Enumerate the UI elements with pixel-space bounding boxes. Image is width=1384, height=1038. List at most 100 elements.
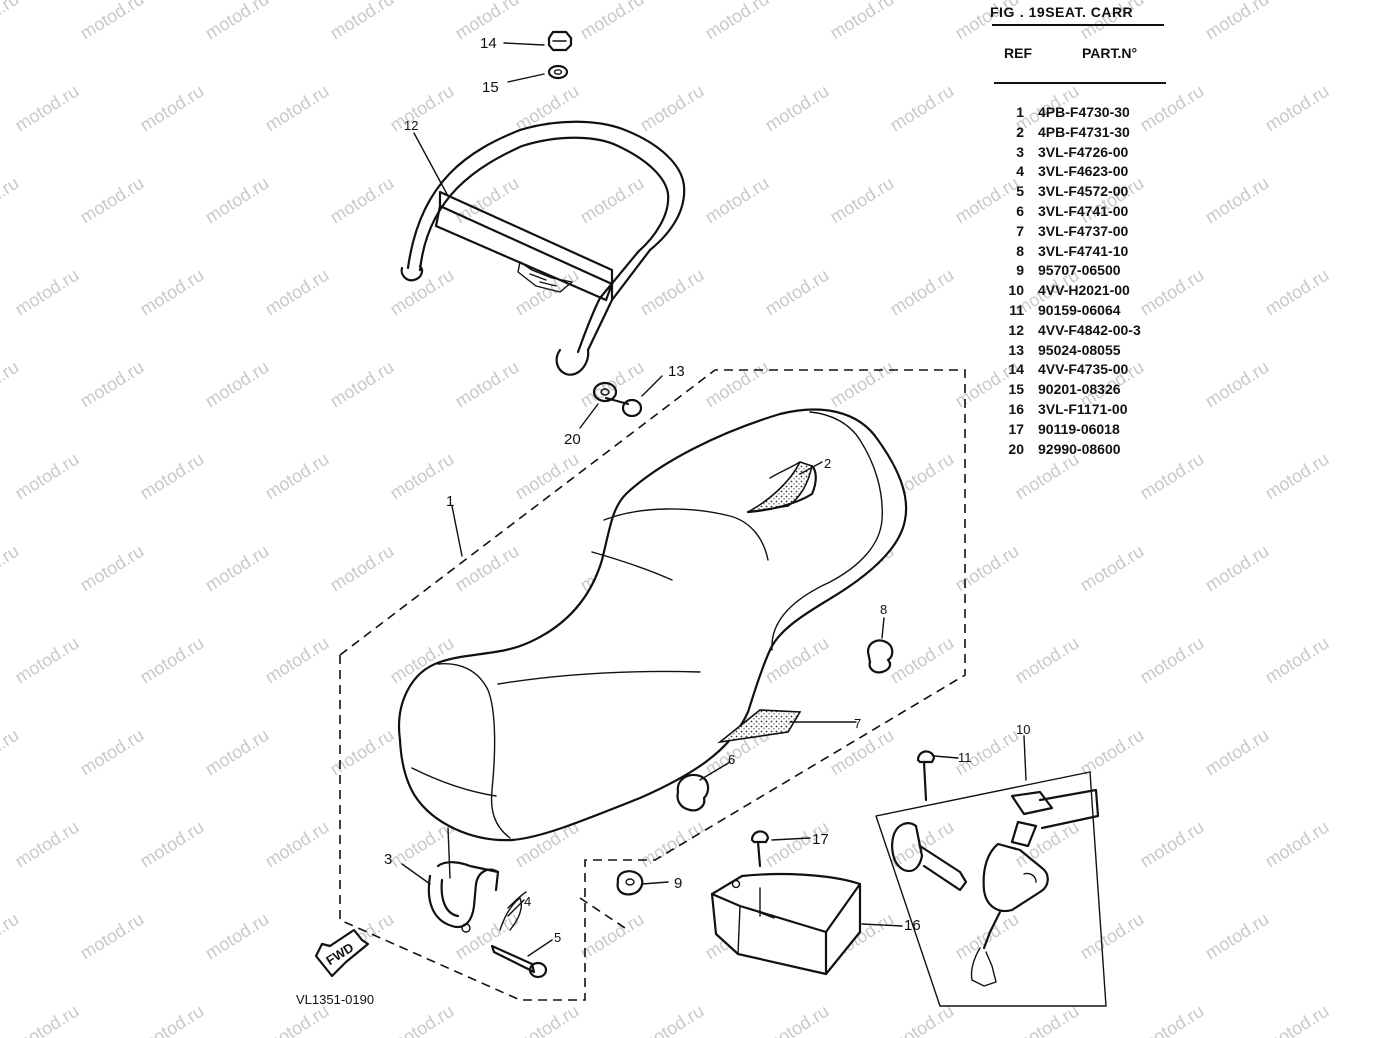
part-ref: 15 (1008, 381, 1024, 398)
callout-14: 14 (480, 35, 497, 52)
watermark-text: motod.ru (1202, 541, 1273, 596)
callout-8: 8 (880, 602, 887, 617)
watermark-text: motod.ru (887, 633, 958, 688)
part-4-spring (499, 891, 527, 931)
watermark-text: motod.ru (0, 909, 22, 964)
watermark-text: motod.ru (77, 909, 148, 964)
watermark-text: motod.ru (12, 449, 83, 504)
part-6-damper (676, 773, 710, 812)
watermark-text: motod.ru (887, 81, 958, 136)
watermark-text: motod.ru (887, 265, 958, 320)
assembly-dashed-outline (339, 369, 966, 1001)
callout-16: 16 (904, 917, 921, 934)
watermark-text: motod.ru (327, 357, 398, 412)
watermark-text: motod.ru (702, 357, 773, 412)
watermark-text: motod.ru (12, 265, 83, 320)
watermark-text: motod.ru (512, 265, 583, 320)
watermark-text: motod.ru (327, 725, 398, 780)
watermark-text: motod.ru (202, 725, 273, 780)
callout-1: 1 (446, 493, 454, 510)
watermark-text: motod.ru (202, 173, 273, 228)
watermark-text: motod.ru (262, 81, 333, 136)
part-number: 90119-06018 (1038, 420, 1120, 437)
part-15-washer (547, 64, 569, 80)
watermark-text: motod.ru (637, 265, 708, 320)
watermark-text: motod.ru (952, 541, 1023, 596)
watermark-text: motod.ru (202, 909, 273, 964)
part-2-emblem (746, 461, 817, 514)
part-11-screw (916, 750, 936, 802)
part-10-seat-lock (875, 771, 1107, 1007)
watermark-text: motod.ru (387, 81, 458, 136)
watermark-text: motod.ru (1262, 449, 1333, 504)
watermark-text: motod.ru (1137, 1001, 1208, 1038)
watermark-text: motod.ru (137, 817, 208, 872)
part-number: 3VL-F4737-00 (1038, 222, 1129, 239)
watermark-text: motod.ru (1262, 633, 1333, 688)
watermark-text: motod.ru (452, 173, 523, 228)
leader-lines (401, 42, 1027, 957)
part-ref: 1 (1016, 104, 1024, 120)
watermark-text: motod.ru (702, 0, 773, 43)
part-row: 13 95024-08055 (990, 342, 1180, 362)
part-number: 95024-08055 (1038, 341, 1121, 358)
watermark-text: motod.ru (1202, 173, 1273, 228)
part-number: 90201-08326 (1038, 381, 1121, 398)
watermark-text: motod.ru (1137, 633, 1208, 688)
watermark-text: motod.ru (452, 357, 523, 412)
watermark-text: motod.ru (0, 173, 22, 228)
drawing-code: VL1351-0190 (296, 992, 374, 1007)
part-number: 95707-06500 (1038, 262, 1121, 279)
watermark-text: motod.ru (1262, 265, 1333, 320)
watermark-text: motod.ru (77, 357, 148, 412)
part-row: 8 3VL-F4741-10 (990, 243, 1180, 263)
part-number: 4PB-F4730-30 (1038, 104, 1130, 120)
watermark-text: motod.ru (262, 633, 333, 688)
part-number: 3VL-F4741-10 (1038, 242, 1129, 259)
part-ref: 16 (1008, 400, 1024, 417)
watermark-text: motod.ru (77, 173, 148, 228)
part-13-bolt (604, 396, 643, 418)
part-ref: 3 (1016, 143, 1024, 160)
watermark-text: motod.ru (1137, 817, 1208, 872)
watermark-text: motod.ru (0, 541, 22, 596)
callout-2: 2 (824, 456, 831, 471)
watermark-text: motod.ru (577, 173, 648, 228)
callout-17: 17 (812, 831, 829, 848)
watermark-text: motod.ru (637, 817, 708, 872)
part-ref: 8 (1016, 242, 1024, 259)
watermark-text: motod.ru (137, 633, 208, 688)
fwd-arrow-icon: FWD (314, 928, 370, 978)
watermark-text: motod.ru (1262, 1001, 1333, 1038)
watermark-text: motod.ru (762, 265, 833, 320)
watermark-text: motod.ru (1202, 0, 1273, 43)
title-underline (992, 24, 1164, 26)
watermark-text: motod.ru (262, 265, 333, 320)
watermark-text: motod.ru (1262, 817, 1333, 872)
part-ref: 13 (1008, 341, 1024, 358)
watermark-text: motod.ru (827, 357, 898, 412)
part-12-carrier (400, 120, 686, 376)
header-divider (994, 82, 1166, 84)
callout-6: 6 (728, 752, 735, 767)
part-3-bracket (427, 827, 500, 933)
callout-13: 13 (668, 363, 685, 380)
watermark-text: motod.ru (77, 541, 148, 596)
part-ref: 20 (1008, 440, 1024, 457)
part-row: 1 4PB-F4730-30 (990, 104, 1180, 124)
watermark-text: motod.ru (137, 1001, 208, 1038)
callout-12: 12 (404, 118, 418, 133)
callout-20: 20 (564, 431, 581, 448)
part-number: 3VL-F4741-00 (1038, 202, 1129, 219)
part-7-pad (717, 709, 802, 744)
watermark-text: motod.ru (202, 0, 273, 43)
watermark-text: motod.ru (12, 817, 83, 872)
part-number: 4VV-F4842-00-3 (1038, 321, 1141, 338)
watermark-text: motod.ru (77, 725, 148, 780)
watermark-text: motod.ru (827, 173, 898, 228)
part-ref: 17 (1008, 420, 1024, 437)
